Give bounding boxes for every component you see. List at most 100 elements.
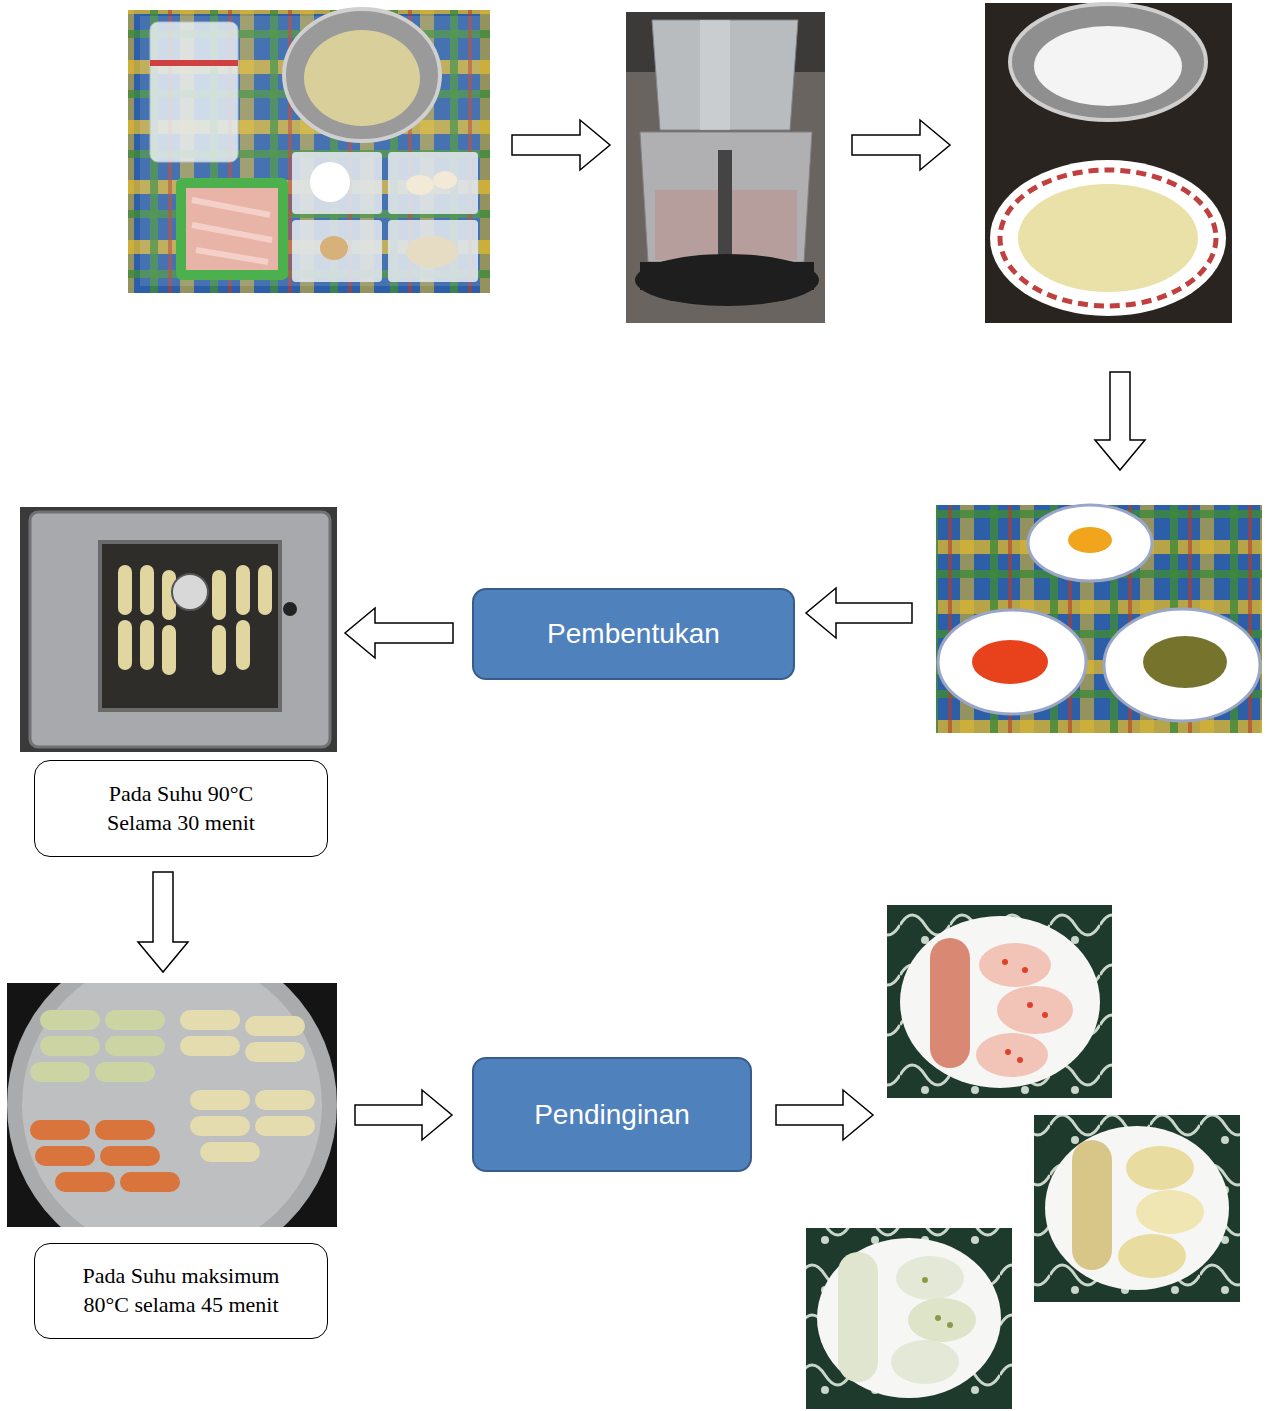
- block-arrow: [138, 120, 1145, 1140]
- red-sausage-photo: [997, 986, 1073, 1034]
- oven-photo: [118, 620, 132, 670]
- yellow-sausage-photo: [1126, 1146, 1194, 1190]
- chopper-photo: [635, 254, 819, 306]
- steamer-photo: [7, 983, 337, 1227]
- steamer-photo: [245, 1042, 305, 1062]
- block-arrow: [852, 120, 950, 170]
- oven-photo: [140, 565, 154, 615]
- spice-paste-photo: [1143, 636, 1227, 688]
- red-sausage-photo: [1002, 959, 1008, 965]
- chopper-photo: [640, 132, 812, 262]
- chopper-photo: [626, 12, 825, 323]
- ingredients-photo: [320, 236, 348, 260]
- oven-photo: [172, 574, 208, 610]
- steamer-photo: [180, 1036, 240, 1056]
- steamer-photo: [95, 1062, 155, 1082]
- steamer-photo: [255, 1116, 315, 1136]
- red-sausage-photo: [1022, 967, 1028, 973]
- red-sausage-photo: [1002, 959, 1048, 1063]
- red-sausage-photo: [976, 1033, 1048, 1077]
- steamer-photo: [255, 1090, 315, 1110]
- block-arrow: [355, 1090, 452, 1140]
- green-sausage-photo: [838, 1252, 878, 1382]
- steamer-photo: [100, 1146, 160, 1166]
- steamer-photo: [40, 1036, 100, 1056]
- green-sausage-photo: [908, 1298, 976, 1342]
- block-arrow: [345, 608, 453, 658]
- spice-paste-photo: [972, 640, 1048, 684]
- steamer-photo: [7, 983, 337, 1227]
- ingredients-photo: [406, 175, 434, 195]
- steamer-photo: [30, 1120, 90, 1140]
- oven-photo: [212, 570, 226, 620]
- steamer-photo: [190, 1116, 250, 1136]
- steamer-photo: [180, 1010, 315, 1162]
- steamer-photo: [30, 1120, 180, 1192]
- steamer-photo: [105, 1010, 165, 1030]
- steamer-photo: [22, 983, 322, 1227]
- green-sausage-photo: [922, 1277, 953, 1328]
- flour-oil-photo: [1018, 184, 1198, 292]
- oven-photo: [162, 625, 176, 675]
- oven-photo: [100, 542, 280, 710]
- ingredients-photo: [128, 9, 490, 293]
- green-sausage-photo: [806, 1228, 1012, 1409]
- yellow-sausage-photo: [1034, 1115, 1240, 1302]
- ingredients-photo: [292, 220, 382, 282]
- oven-photo: [20, 507, 337, 752]
- spice-paste-photo: [938, 610, 1086, 714]
- node-label: Pada Suhu maksimum 80°C selama 45 menit: [70, 1262, 292, 1319]
- green-sausage-photo: [891, 1340, 959, 1384]
- yellow-sausage-photo: [1118, 1234, 1186, 1278]
- red-sausage-photo: [900, 916, 1100, 1088]
- red-sausage-photo: [887, 905, 1112, 1098]
- yellow-sausage-photo: [1045, 1126, 1229, 1290]
- oven-photo: [30, 512, 330, 747]
- node-label: Pendinginan: [534, 1098, 690, 1132]
- oven-photo: [258, 565, 272, 615]
- flour-oil-photo: [1010, 4, 1206, 120]
- chopper-photo: [718, 150, 732, 260]
- block-arrow: [512, 120, 610, 170]
- process-box: Pendinginan: [472, 1057, 752, 1172]
- chopper-photo: [652, 20, 798, 130]
- process-box: Pembentukan: [472, 588, 795, 680]
- green-sausage-photo: [896, 1256, 964, 1300]
- yellow-sausage-photo: [1034, 1115, 1240, 1302]
- green-sausage-photo: [935, 1315, 941, 1321]
- red-sausage-photo: [1042, 1012, 1048, 1018]
- ingredients-photo: [388, 220, 478, 282]
- ingredients-photo: [176, 178, 288, 280]
- red-sausage-photo: [1005, 1049, 1011, 1055]
- ingredients-photo: [406, 236, 458, 268]
- node-label: Pada Suhu 90°C Selama 30 menit: [89, 780, 274, 837]
- block-arrow: [806, 588, 912, 638]
- ingredients-photo: [186, 188, 278, 270]
- condition-note: Pada Suhu 90°C Selama 30 menit: [34, 760, 328, 857]
- flour-oil-photo: [990, 160, 1226, 316]
- node-label: Pembentukan: [547, 617, 720, 651]
- steamer-photo: [180, 1010, 240, 1030]
- oven-photo: [20, 507, 337, 752]
- red-sausage-photo: [887, 905, 1112, 1098]
- steamer-photo: [190, 1090, 250, 1110]
- spice-paste-photo: [1028, 505, 1152, 581]
- oven-photo: [236, 565, 250, 615]
- steamer-photo: [245, 1016, 305, 1036]
- ingredients-photo: [292, 152, 382, 214]
- oven-photo: [212, 625, 226, 675]
- flour-oil-photo: [985, 3, 1232, 323]
- yellow-sausage-photo: [1072, 1140, 1112, 1270]
- steamer-photo: [30, 1010, 165, 1082]
- ingredients-photo: [150, 22, 238, 162]
- oven-photo: [236, 620, 250, 670]
- chopper-photo: [640, 262, 814, 290]
- ingredients-photo: [433, 171, 457, 189]
- red-sausage-photo: [1017, 1057, 1023, 1063]
- ingredients-photo: [388, 152, 478, 214]
- yellow-sausage-photo: [1136, 1190, 1204, 1234]
